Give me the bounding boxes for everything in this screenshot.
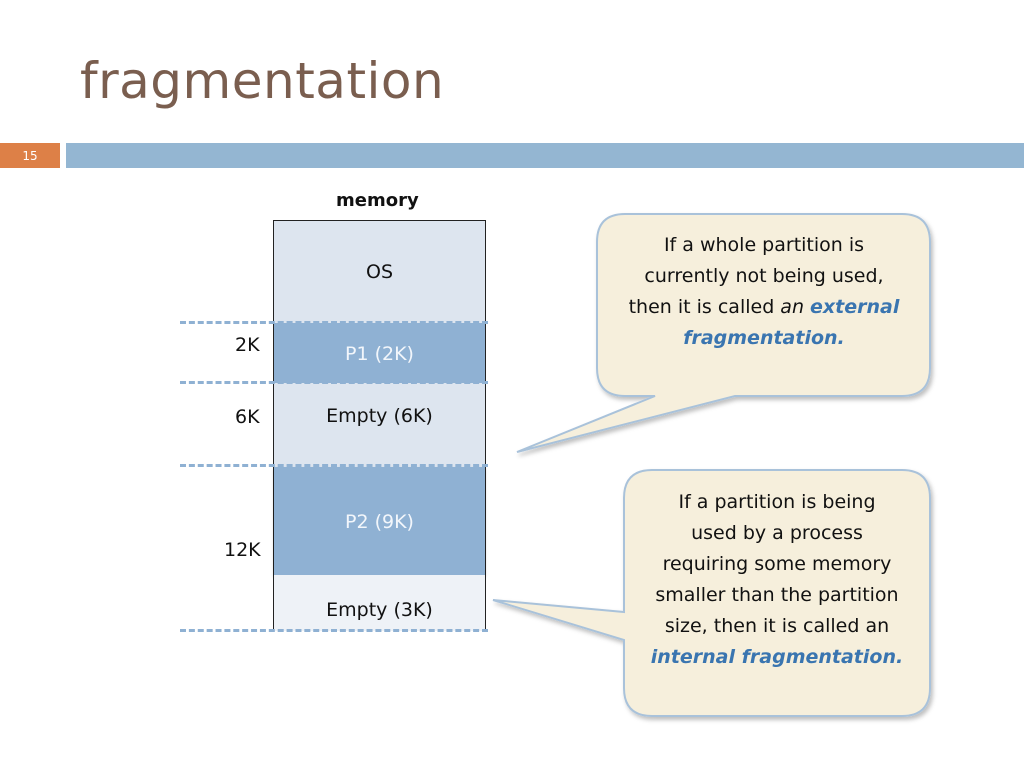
- callout-line: currently not being used,: [644, 265, 884, 287]
- internal-callout-bubble: [492, 469, 931, 717]
- partition-boundary: [180, 321, 488, 324]
- memory-segment-p2: P2 (9K): [274, 467, 485, 575]
- callout-text-part: then it is called: [628, 296, 781, 318]
- callout-line: requiring some memory: [662, 553, 892, 575]
- memory-segment-empty-3k: Empty (3K): [274, 575, 485, 631]
- external-callout-bubble: [516, 213, 931, 453]
- segment-label: P1 (2K): [345, 343, 414, 365]
- memory-segment-os: OS: [274, 221, 485, 323]
- segment-label: Empty (3K): [326, 599, 433, 621]
- callout-line: If a partition is being: [678, 491, 876, 513]
- partition-size-12k: 12K: [224, 539, 261, 561]
- callout-line: then it is called an external: [605, 292, 923, 323]
- callout-article: an: [780, 296, 804, 318]
- internal-callout-text: If a partition is being used by a proces…: [630, 487, 924, 673]
- partition-boundary: [180, 629, 488, 632]
- callout-line: If a whole partition is: [663, 234, 865, 256]
- external-term-2: fragmentation.: [683, 327, 845, 349]
- memory-column: OS P1 (2K) Empty (6K) P2 (9K) Empty (3K): [273, 220, 486, 631]
- slide-number: 15: [0, 143, 60, 168]
- slide-title: fragmentation: [80, 52, 445, 110]
- partition-size-6k: 6K: [235, 406, 260, 428]
- internal-term: internal fragmentation.: [650, 646, 904, 668]
- callout-line: smaller than the partition: [655, 584, 899, 606]
- header-bar: [66, 143, 1024, 168]
- memory-label: memory: [336, 190, 419, 211]
- external-term: external: [810, 296, 900, 318]
- segment-label: OS: [365, 261, 393, 283]
- memory-segment-empty-6k: Empty (6K): [274, 383, 485, 467]
- external-callout-text: If a whole partition is currently not be…: [605, 230, 923, 354]
- segment-label: P2 (9K): [345, 511, 414, 533]
- memory-segment-p1: P1 (2K): [274, 323, 485, 383]
- partition-boundary: [180, 464, 488, 467]
- callout-line: used by a process: [691, 522, 863, 544]
- callout-line: size, then it is called an: [664, 615, 890, 637]
- segment-label: Empty (6K): [326, 405, 433, 427]
- partition-size-2k: 2K: [235, 334, 260, 356]
- partition-boundary: [180, 381, 488, 384]
